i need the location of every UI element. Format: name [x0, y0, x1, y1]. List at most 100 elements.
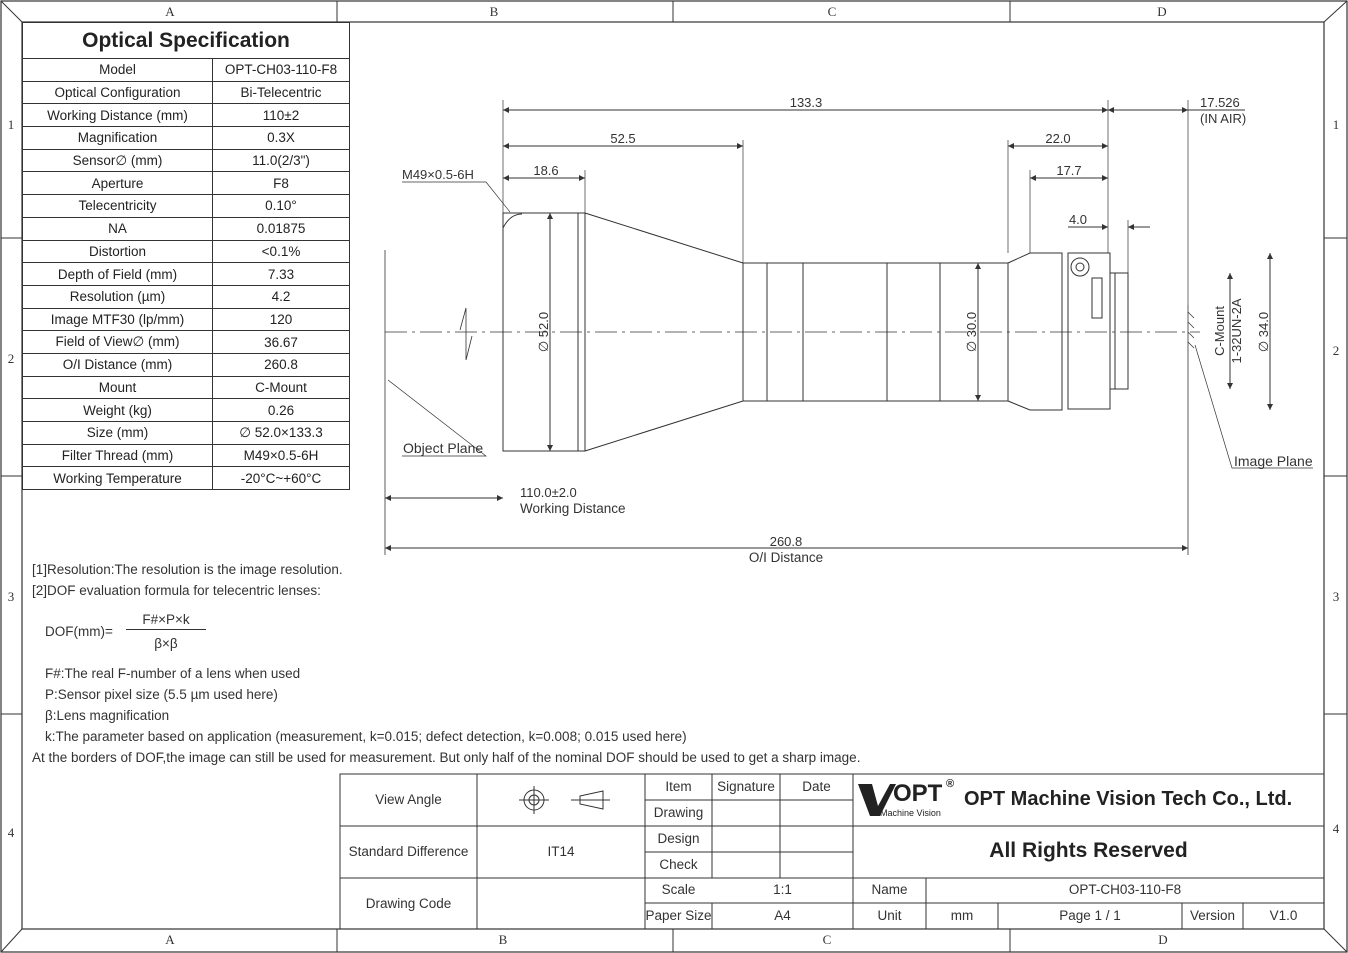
- spec-key: Depth of Field (mm): [22, 262, 213, 286]
- note-k: k:The parameter based on application (me…: [45, 729, 687, 744]
- spec-row: Filter Thread (mm)M49×0.5-6H: [22, 443, 350, 468]
- item-header: Item: [665, 779, 692, 794]
- spec-value: 4.2: [212, 284, 350, 309]
- wd-value: 110.0±2.0: [520, 485, 577, 500]
- note-f: F#:The real F-number of a lens when used: [45, 666, 301, 681]
- wd-label: Working Distance: [520, 501, 626, 516]
- spec-value: M49×0.5-6H: [212, 443, 350, 468]
- spec-value: -20°C~+60°C: [212, 466, 350, 491]
- dim-17-7: 17.7: [1056, 163, 1081, 178]
- drawing-code-label: Drawing Code: [365, 896, 452, 911]
- spec-row: Image MTF30 (lp/mm)120: [22, 307, 350, 332]
- scale-label: Scale: [661, 882, 696, 897]
- spec-value: 36.67: [212, 330, 350, 354]
- zone-col-b-bottom: B: [498, 932, 508, 947]
- name-value: OPT-CH03-110-F8: [1068, 882, 1182, 897]
- spec-value: C-Mount: [212, 375, 350, 400]
- zone-col-a-top: A: [165, 4, 175, 19]
- name-label: Name: [871, 882, 908, 897]
- spec-key: Optical Configuration: [22, 80, 213, 105]
- spec-key: Field of View∅ (mm): [22, 330, 213, 354]
- dim-overall-length: 133.3: [790, 95, 823, 110]
- check-row-label: Check: [659, 857, 698, 872]
- spec-value: OPT-CH03-110-F8: [212, 58, 350, 82]
- drawing-row-label: Drawing: [653, 805, 704, 820]
- logo-text: OPT: [893, 780, 943, 807]
- dof-numerator: F#×P×k: [126, 612, 206, 630]
- paper-size-label: Paper Size: [645, 908, 712, 923]
- company-name: OPT Machine Vision Tech Co., Ltd.: [964, 788, 1293, 810]
- zone-row-3-right: 3: [1332, 589, 1340, 604]
- note-p: P:Sensor pixel size (5.5 µm used here): [45, 687, 278, 702]
- image-plane-label: Image Plane: [1234, 453, 1313, 469]
- spec-key: Image MTF30 (lp/mm): [22, 307, 213, 332]
- zone-row-4-left: 4: [7, 825, 15, 840]
- version-label: Version: [1189, 908, 1236, 923]
- dim-in-air: (IN AIR): [1200, 111, 1246, 126]
- mount-label-1: C-Mount: [1212, 306, 1227, 356]
- dim-back-focal: 17.526: [1200, 95, 1240, 110]
- logo-subtitle: Machine Vision: [880, 808, 941, 818]
- note-border: At the borders of DOF,the image can stil…: [32, 750, 861, 765]
- spec-key: Aperture: [22, 171, 213, 196]
- page-number: Page 1 / 1: [1059, 908, 1121, 923]
- opt-logo-icon: [858, 784, 896, 816]
- spec-row: Distortion<0.1%: [22, 239, 350, 264]
- zone-row-2-left: 2: [7, 351, 15, 366]
- spec-key: Distortion: [22, 239, 213, 264]
- spec-row: Resolution (µm)4.2: [22, 284, 350, 309]
- spec-value: 260.8: [212, 352, 350, 377]
- zone-col-a-bottom: A: [165, 932, 175, 947]
- spec-key: Resolution (µm): [22, 284, 213, 309]
- spec-value: <0.1%: [212, 239, 350, 264]
- thread-label: M49×0.5-6H: [402, 167, 474, 182]
- spec-row: Working Temperature-20°C~+60°C: [22, 466, 350, 491]
- note-resolution: [1]Resolution:The resolution is the imag…: [32, 562, 343, 577]
- zone-row-3-left: 3: [7, 589, 15, 604]
- paper-size-value: A4: [774, 908, 791, 923]
- spec-value: 120: [212, 307, 350, 332]
- standard-difference-label: Standard Difference: [348, 844, 469, 859]
- zone-col-b-top: B: [489, 4, 499, 19]
- zone-col-d-top: D: [1157, 4, 1167, 19]
- version-value: V1.0: [1269, 908, 1298, 923]
- object-plane-label: Object Plane: [403, 440, 483, 456]
- dim-18-6: 18.6: [533, 163, 558, 178]
- zone-col-d-bottom: D: [1158, 932, 1168, 947]
- dim-22: 22.0: [1045, 131, 1070, 146]
- unit-label: Unit: [877, 908, 902, 923]
- date-header: Date: [802, 779, 831, 794]
- dim-52-5: 52.5: [610, 131, 635, 146]
- unit-value: mm: [950, 908, 974, 923]
- note-dof: [2]DOF evaluation formula for telecentri…: [32, 583, 321, 598]
- spec-row: O/I Distance (mm)260.8: [22, 352, 350, 377]
- zone-row-2-right: 2: [1332, 343, 1340, 358]
- dia-52: ∅ 52.0: [536, 312, 551, 352]
- oi-label: O/I Distance: [749, 550, 823, 565]
- dia-30: ∅ 30.0: [964, 312, 979, 352]
- all-rights-reserved: All Rights Reserved: [989, 839, 1188, 862]
- zone-col-c-bottom: C: [822, 932, 832, 947]
- spec-key: Working Temperature: [22, 466, 213, 491]
- spec-value: 0.01875: [212, 216, 350, 241]
- spec-row: Field of View∅ (mm)36.67: [22, 330, 350, 354]
- view-angle-label: View Angle: [375, 792, 442, 807]
- zone-col-c-top: C: [827, 4, 837, 19]
- tolerance-value: IT14: [547, 844, 575, 859]
- registered-mark: ®: [946, 778, 955, 790]
- projection-symbol-icon: [519, 786, 610, 814]
- signature-header: Signature: [717, 779, 775, 794]
- spec-value: 0.10°: [212, 194, 350, 218]
- zone-row-1-left: 1: [7, 117, 15, 132]
- dim-4: 4.0: [1069, 212, 1087, 227]
- scale-value: 1:1: [773, 882, 792, 897]
- design-row-label: Design: [657, 831, 700, 846]
